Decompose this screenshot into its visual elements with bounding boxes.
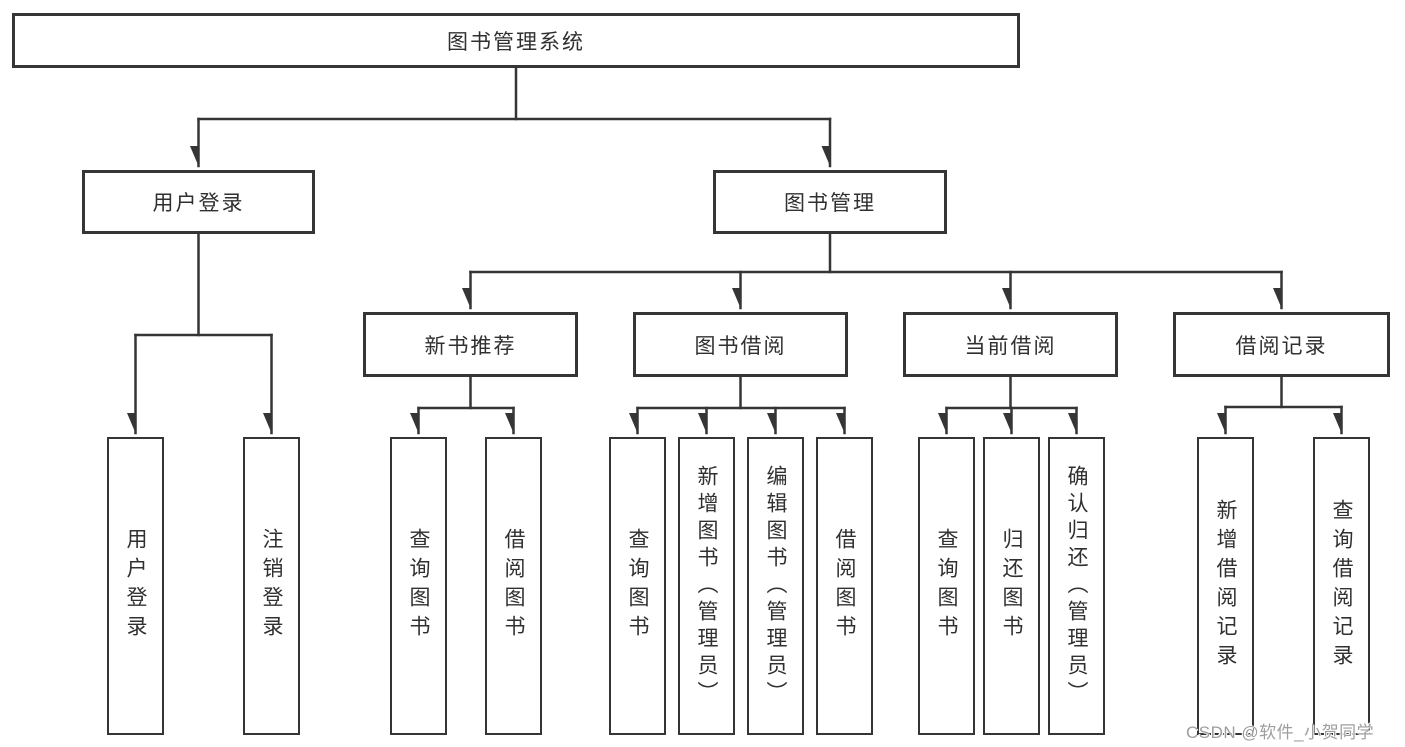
leaf-confirm-return-admin: 确认归还（管理员）: [1048, 437, 1105, 735]
node-library-management-system: 图书管理系统: [12, 13, 1020, 68]
leaf-add-book-admin: 新增图书（管理员）: [678, 437, 735, 735]
node-new-book-recommend: 新书推荐: [363, 312, 578, 377]
leaf-query-borrow-record: 查询借阅记录: [1313, 437, 1370, 735]
leaf-add-borrow-record: 新增借阅记录: [1197, 437, 1254, 735]
node-borrow-records: 借阅记录: [1173, 312, 1390, 377]
leaf-logout: 注销登录: [243, 437, 300, 735]
leaf-edit-book-admin: 编辑图书（管理员）: [747, 437, 804, 735]
watermark: CSDN @软件_小贺同学: [1186, 723, 1375, 742]
node-current-borrow: 当前借阅: [903, 312, 1118, 377]
leaf-borrow-books: 借阅图书: [816, 437, 873, 735]
node-book-management: 图书管理: [713, 170, 947, 234]
node-book-borrow: 图书借阅: [633, 312, 848, 377]
leaf-query-books-borrow: 查询图书: [609, 437, 666, 735]
leaf-query-books-recommend: 查询图书: [390, 437, 447, 735]
leaf-query-books-current: 查询图书: [918, 437, 975, 735]
leaf-return-book: 归还图书: [983, 437, 1040, 735]
node-user-login: 用户登录: [82, 170, 315, 234]
leaf-user-login: 用户登录: [107, 437, 164, 735]
leaf-borrow-books-recommend: 借阅图书: [485, 437, 542, 735]
